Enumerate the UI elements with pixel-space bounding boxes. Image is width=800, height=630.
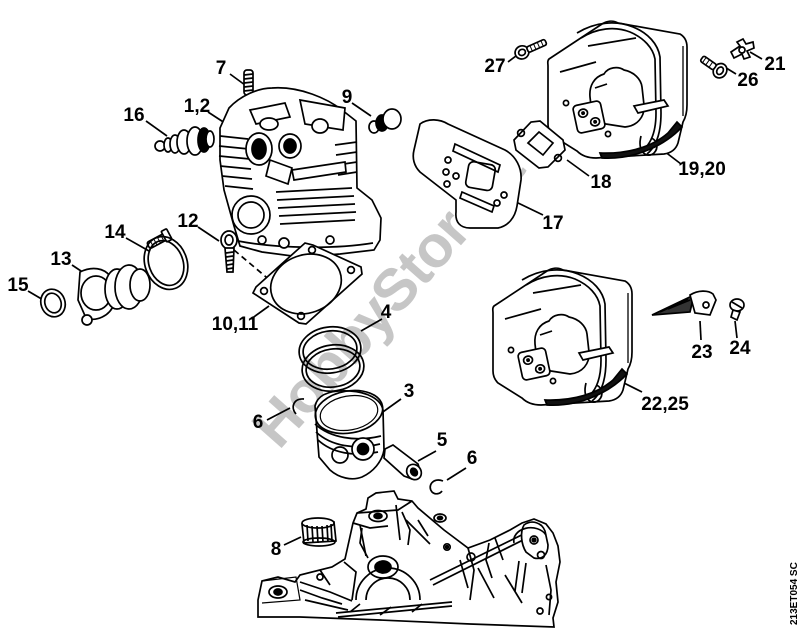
svg-text:18: 18	[590, 172, 611, 193]
svg-text:6: 6	[467, 448, 478, 469]
svg-text:21: 21	[764, 54, 786, 75]
svg-text:6: 6	[253, 412, 264, 433]
svg-text:16: 16	[123, 105, 144, 126]
svg-text:23: 23	[691, 342, 712, 363]
svg-text:15: 15	[7, 275, 29, 296]
svg-text:24: 24	[729, 338, 751, 359]
svg-text:3: 3	[404, 381, 415, 402]
svg-text:22,25: 22,25	[641, 394, 689, 415]
svg-text:12: 12	[177, 211, 198, 232]
svg-text:10,11: 10,11	[212, 314, 259, 335]
svg-text:5: 5	[437, 430, 448, 451]
svg-text:14: 14	[104, 222, 126, 243]
svg-text:8: 8	[271, 539, 282, 560]
svg-text:19,20: 19,20	[678, 159, 726, 180]
svg-text:1,2: 1,2	[184, 96, 210, 117]
svg-text:4: 4	[381, 302, 392, 323]
svg-text:27: 27	[484, 56, 505, 77]
svg-text:9: 9	[342, 87, 353, 108]
svg-text:213ET054 SC: 213ET054 SC	[789, 562, 800, 625]
svg-text:17: 17	[542, 213, 563, 234]
svg-text:26: 26	[737, 70, 758, 91]
svg-text:13: 13	[50, 249, 71, 270]
svg-text:7: 7	[216, 58, 227, 79]
